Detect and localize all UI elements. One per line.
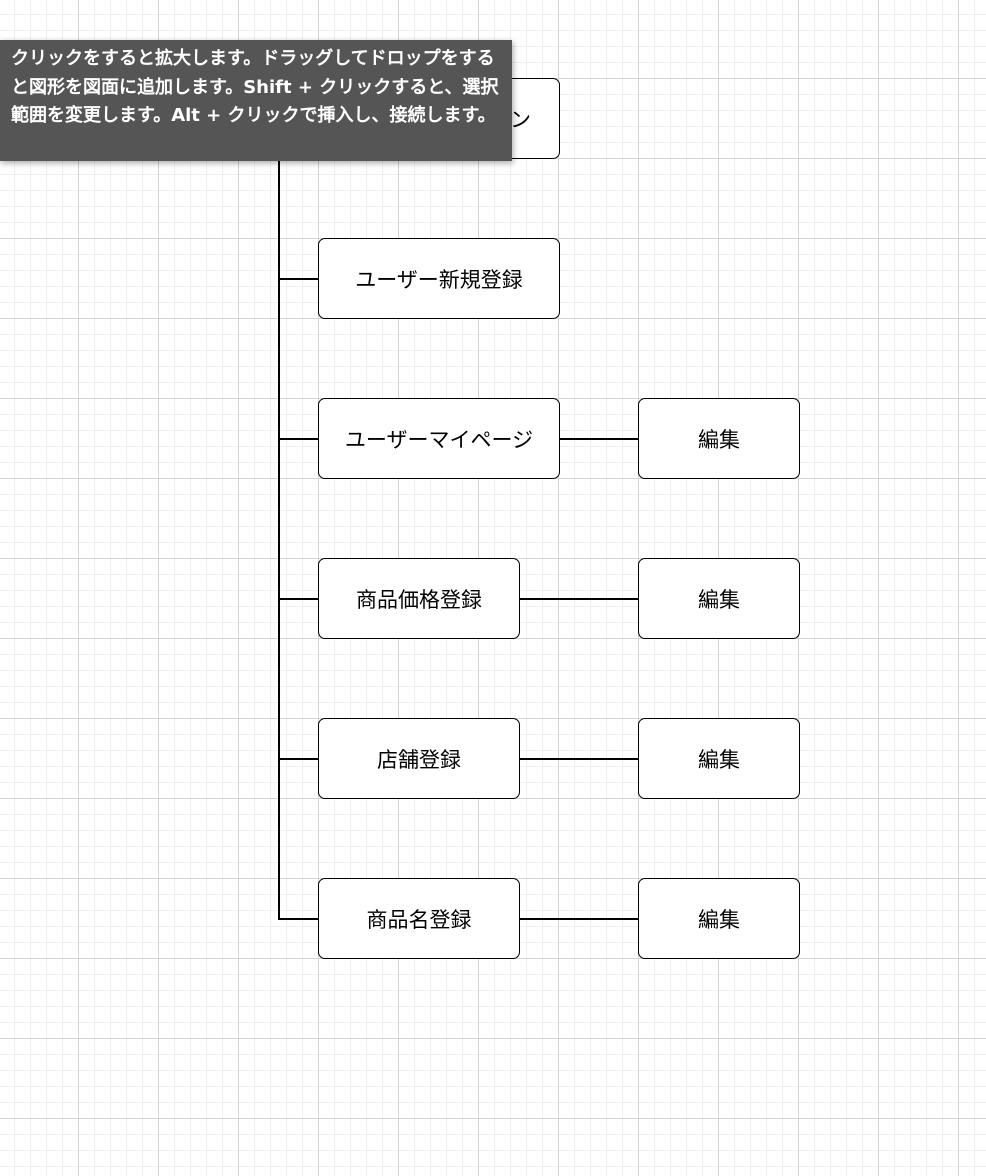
node-label: 商品価格登録: [356, 587, 482, 612]
node-label: 編集: [698, 747, 740, 772]
node-label: 編集: [698, 587, 740, 612]
branch-connector: [278, 438, 319, 440]
child-connector: [519, 598, 640, 600]
branch-connector: [278, 278, 319, 280]
child-connector: [519, 758, 640, 760]
node-user-register[interactable]: ユーザー新規登録: [318, 238, 560, 319]
node-user-mypage[interactable]: ユーザーマイページ: [318, 398, 560, 479]
trunk-connector: [278, 159, 280, 919]
child-connector: [559, 438, 640, 440]
node-edit[interactable]: 編集: [638, 398, 800, 479]
node-store-register[interactable]: 店舗登録: [318, 718, 520, 799]
branch-connector: [278, 918, 319, 920]
node-label: 編集: [698, 427, 740, 452]
tooltip-text: クリックをすると拡大します。ドラッグしてドロップをすると図形を図面に追加します。…: [11, 48, 499, 126]
node-product-price-register[interactable]: 商品価格登録: [318, 558, 520, 639]
child-connector: [519, 918, 640, 920]
node-label: 商品名登録: [366, 907, 472, 932]
node-product-name-register[interactable]: 商品名登録: [318, 878, 520, 959]
node-edit[interactable]: 編集: [638, 558, 800, 639]
node-edit[interactable]: 編集: [638, 878, 800, 959]
node-label: ユーザーマイページ: [344, 427, 534, 452]
node-label: 店舗登録: [377, 747, 461, 772]
node-edit[interactable]: 編集: [638, 718, 800, 799]
branch-connector: [278, 758, 319, 760]
tooltip: クリックをすると拡大します。ドラッグしてドロップをすると図形を図面に追加します。…: [0, 40, 512, 161]
node-label: 編集: [698, 907, 740, 932]
branch-connector: [278, 598, 319, 600]
root-node-label: ン: [510, 107, 531, 132]
node-label: ユーザー新規登録: [355, 267, 523, 292]
